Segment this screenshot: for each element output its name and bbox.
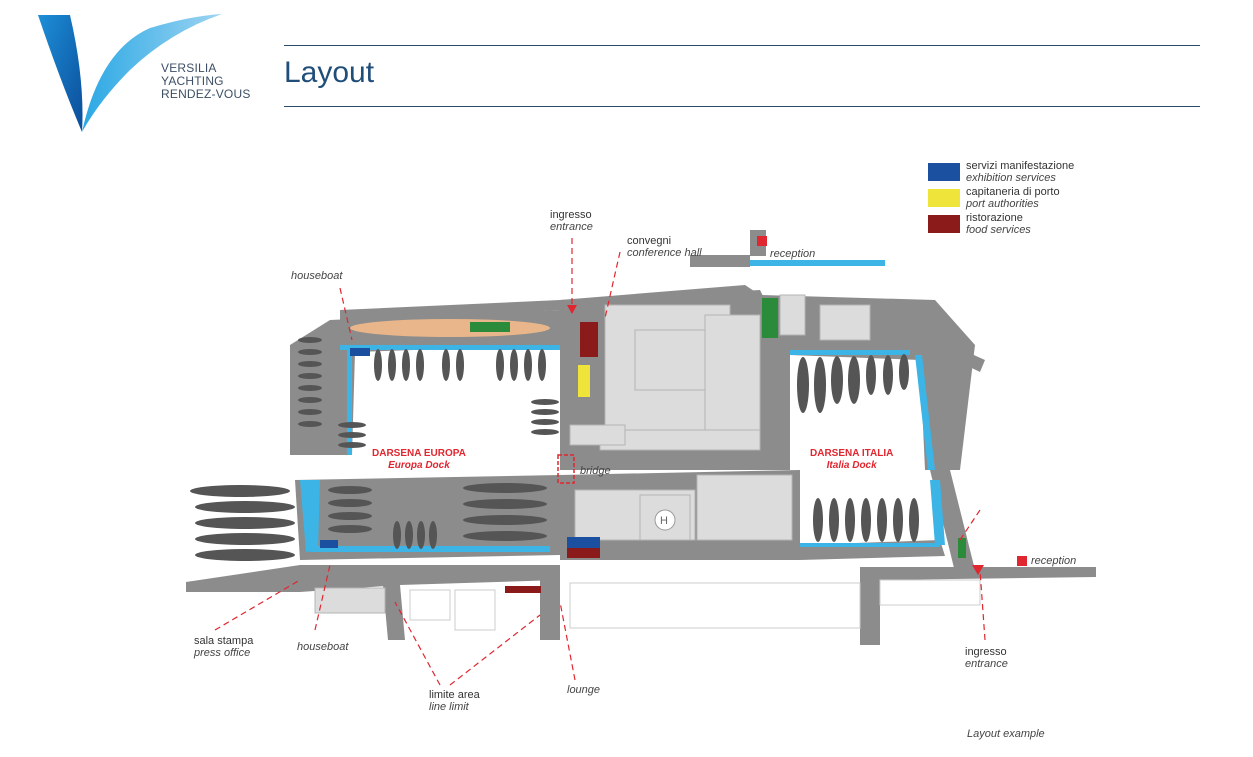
entrance-arrow-bottom [972, 565, 984, 575]
legend-label-it: capitaneria di porto [966, 186, 1060, 198]
food-services-block [580, 322, 598, 357]
caption: Layout example [967, 728, 1045, 740]
label-reception-right: reception [1031, 555, 1077, 567]
label-darsena-italia: DARSENA ITALIA Italia Dock [810, 448, 894, 471]
logo-line-3: RENDEZ-VOUS [161, 87, 251, 101]
entrance-arrow-top [567, 305, 577, 314]
reception-marker-east [1017, 556, 1027, 566]
title-rule-bottom [284, 106, 1200, 107]
label-ingresso-bottom: ingresso entrance [965, 646, 1008, 670]
logo-line-2: YACHTING [161, 74, 224, 88]
label-sala-stampa: sala stampa press office [194, 635, 254, 659]
label-ingresso-top: ingresso entrance [550, 209, 593, 233]
reception-marker-north [757, 236, 767, 246]
page-title: Layout [284, 56, 375, 89]
label-houseboat-top: houseboat [291, 270, 343, 282]
lounge-block [505, 586, 541, 593]
legend-label-en: exhibition services [966, 172, 1056, 184]
label-convegni: convegni conference hall [627, 235, 702, 259]
label-bridge: bridge [580, 465, 611, 477]
legend-label-en: food services [966, 224, 1031, 236]
houseboat-garden [470, 322, 510, 332]
exhibition-services-west [320, 540, 338, 548]
label-limite-area: limite area line limit [429, 689, 480, 713]
title-rule-top [284, 45, 1200, 46]
helipad-letter: H [660, 515, 668, 527]
logo-mark-icon [38, 14, 222, 132]
port-authority-block [578, 365, 590, 397]
houseboat-top [350, 319, 550, 337]
legend-swatch-exhibition [928, 163, 960, 181]
legend-label-en: port authorities [966, 198, 1039, 210]
green-area [762, 298, 778, 338]
label-houseboat-bottom: houseboat [297, 641, 349, 653]
buildings [314, 294, 871, 614]
legend-swatch-port [928, 189, 960, 207]
logo-line-1: VERSILIA [161, 61, 217, 75]
legend-label-it: servizi manifestazione [966, 160, 1075, 172]
logo: VERSILIA YACHTING RENDEZ-VOUS [30, 10, 260, 140]
italia-dock [760, 295, 975, 560]
exhibition-services-block [567, 537, 600, 549]
legend-swatch-food [928, 215, 960, 233]
water-edge-north [745, 260, 885, 266]
boats-vertical [374, 349, 919, 549]
helipad-icon [654, 509, 676, 531]
bridge-marker [557, 454, 575, 484]
food-services-block-south [567, 548, 600, 558]
logo-text: VERSILIA YACHTING RENDEZ-VOUS [161, 62, 251, 101]
legend-label-it: ristorazione [966, 212, 1023, 224]
green-area-east [958, 538, 966, 558]
north-jetty [690, 255, 750, 267]
exhibition-services-north [350, 348, 370, 356]
leader-lines [214, 238, 986, 686]
label-lounge: lounge [567, 684, 601, 696]
town-buildings [409, 579, 981, 631]
label-darsena-europa: DARSENA EUROPA Europa Dock [372, 448, 466, 471]
label-reception-top: reception [770, 248, 816, 260]
boats [190, 337, 559, 561]
